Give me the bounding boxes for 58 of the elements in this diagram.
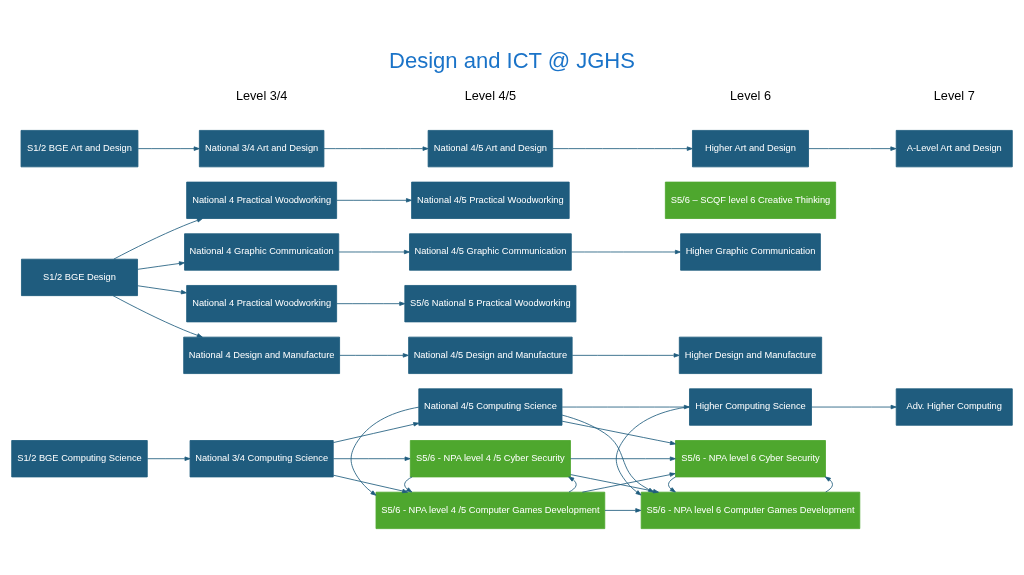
arrow (338, 249, 410, 254)
arrow (561, 420, 676, 445)
arrow (571, 249, 681, 254)
node-box: S1/2 BGE Computing Science (11, 439, 148, 477)
arrow (332, 474, 409, 493)
arrow (137, 145, 200, 151)
node-box: Higher Design and Manufacture (678, 336, 823, 374)
node-box: National 3/4 Computing Science (189, 439, 334, 477)
node-box: S5/6 - NPA level 4 /5 Computer Games Development (375, 491, 606, 529)
node-box: S5/6 - NPA level 6 Cyber Security (675, 439, 826, 477)
node-box: S5/6 - NPA level 6 Computer Games Development (640, 491, 861, 529)
label: Level 7 (933, 88, 975, 103)
node-box: Adv. Higher Computing (895, 387, 1013, 426)
node-box: National 3/4 Art and Design (198, 129, 325, 167)
arrow (404, 476, 413, 492)
node-box: National 4/5 Graphic Communication (409, 232, 572, 271)
node-box: National 4 Design and Manufacture (183, 336, 340, 374)
node-box: National 4/5 Computing Science (418, 387, 563, 426)
node-box: National 4 Graphic Communication (184, 232, 340, 271)
arrow (336, 300, 406, 306)
arrow (552, 145, 693, 151)
node-box: National 4 Practical Woodworking (186, 181, 338, 219)
node-box: Higher Graphic Communication (680, 232, 821, 271)
label: Level 6 (730, 88, 771, 103)
arrow (350, 406, 420, 496)
arrow (570, 456, 676, 461)
node-box: National 4 Practical Woodworking (186, 284, 338, 322)
arrow (146, 456, 191, 461)
diagram-title: Design and ICT @ JGHS (389, 47, 635, 73)
arrow (339, 352, 409, 358)
arrow (332, 456, 411, 461)
node-box: National 4/5 Design and Manufacture (408, 336, 573, 374)
arrow (811, 404, 897, 409)
arrow (571, 352, 680, 358)
arrow (604, 507, 642, 513)
node-box: National 4/5 Practical Woodworking (411, 181, 570, 219)
node-box: S1/2 BGE Design (21, 258, 138, 296)
label: Level 3/4 (235, 88, 288, 103)
node-box: S5/6 - NPA level 4 /5 Cyber Security (409, 439, 571, 477)
arrow (137, 260, 185, 270)
node-box: S5/6 – SCQF level 6 Creative Thinking (664, 181, 837, 219)
label: Level 4/5 (464, 88, 517, 103)
node-box: A-Level Art and Design (895, 129, 1013, 167)
node-box: Higher Computing Science (689, 387, 812, 426)
arrow (112, 294, 203, 338)
arrow (332, 421, 420, 443)
arrow (323, 145, 429, 151)
arrow (568, 476, 577, 492)
arrow (808, 145, 897, 151)
node-box: National 4/5 Art and Design (427, 129, 554, 167)
arrow (824, 476, 833, 492)
node-box: S5/6 National 5 Practical Woodworking (404, 284, 577, 322)
node-box: S1/2 BGE Art and Design (20, 129, 139, 167)
arrow (336, 197, 412, 202)
arrow (137, 284, 187, 294)
arrow (668, 476, 677, 492)
node-box: Higher Art and Design (692, 129, 809, 167)
arrow (113, 217, 203, 260)
